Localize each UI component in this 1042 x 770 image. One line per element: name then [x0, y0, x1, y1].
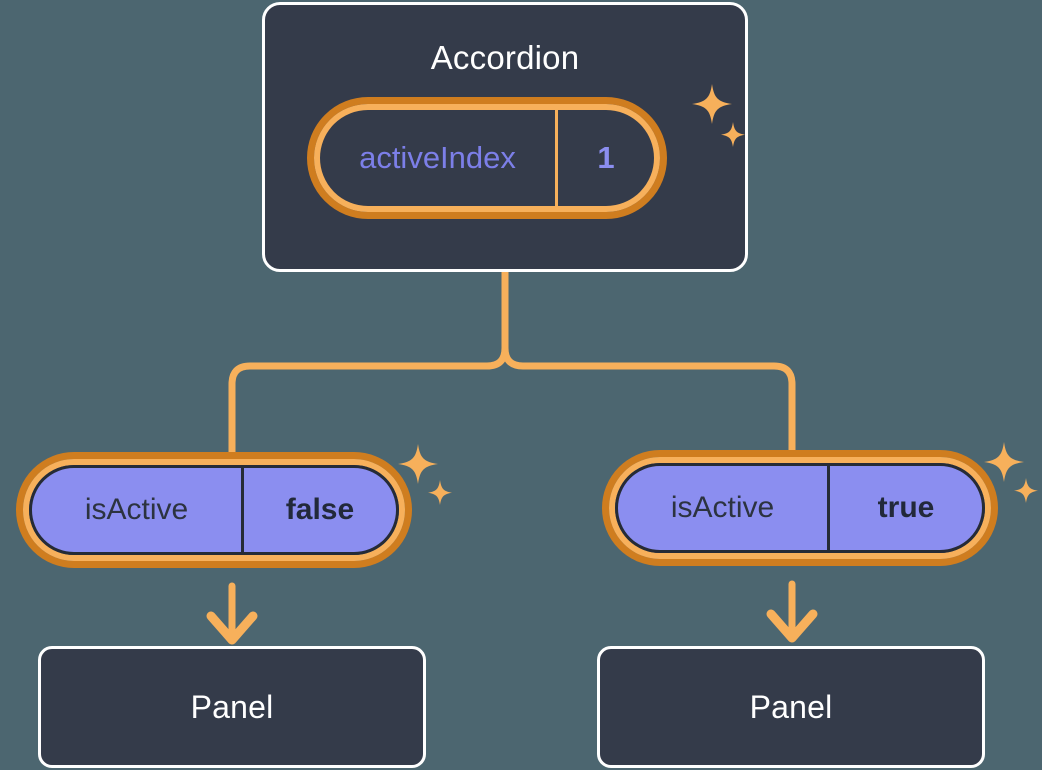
pill-inner-ring: isActive false: [23, 459, 405, 561]
panel-card-left[interactable]: Panel: [38, 646, 426, 768]
pill-inner-ring: activeIndex 1: [314, 104, 660, 212]
state-pill-value: 1: [597, 140, 615, 175]
prop-pill-value-right: true: [877, 491, 935, 524]
pill-body: isActive false: [29, 465, 399, 555]
wire-branch-right: [501, 344, 796, 454]
wire-branch-left: [228, 344, 509, 456]
state-pill-active-index[interactable]: activeIndex 1: [307, 97, 667, 219]
panel-card-title-right: Panel: [749, 689, 833, 725]
prop-pill-key-left: isActive: [32, 468, 244, 552]
prop-pill-value-left: false: [285, 493, 355, 526]
pill-body: isActive true: [615, 463, 985, 553]
prop-pill-is-active-true[interactable]: isActive true: [602, 450, 998, 566]
pill-outer-ring: activeIndex 1: [307, 97, 667, 219]
arrow-down-icon-left: [206, 611, 258, 645]
state-pill-key: activeIndex: [320, 110, 558, 206]
pill-outer-ring: isActive false: [16, 452, 412, 568]
arrow-down-icon-right: [766, 609, 818, 643]
panel-card-right[interactable]: Panel: [597, 646, 985, 768]
prop-pill-key-right: isActive: [618, 466, 830, 550]
pill-body: activeIndex 1: [320, 110, 654, 206]
accordion-card-title: Accordion: [430, 39, 580, 76]
panel-card-title-left: Panel: [190, 689, 274, 725]
pill-inner-ring: isActive true: [609, 457, 991, 559]
pill-outer-ring: isActive true: [602, 450, 998, 566]
prop-pill-is-active-false[interactable]: isActive false: [16, 452, 412, 568]
